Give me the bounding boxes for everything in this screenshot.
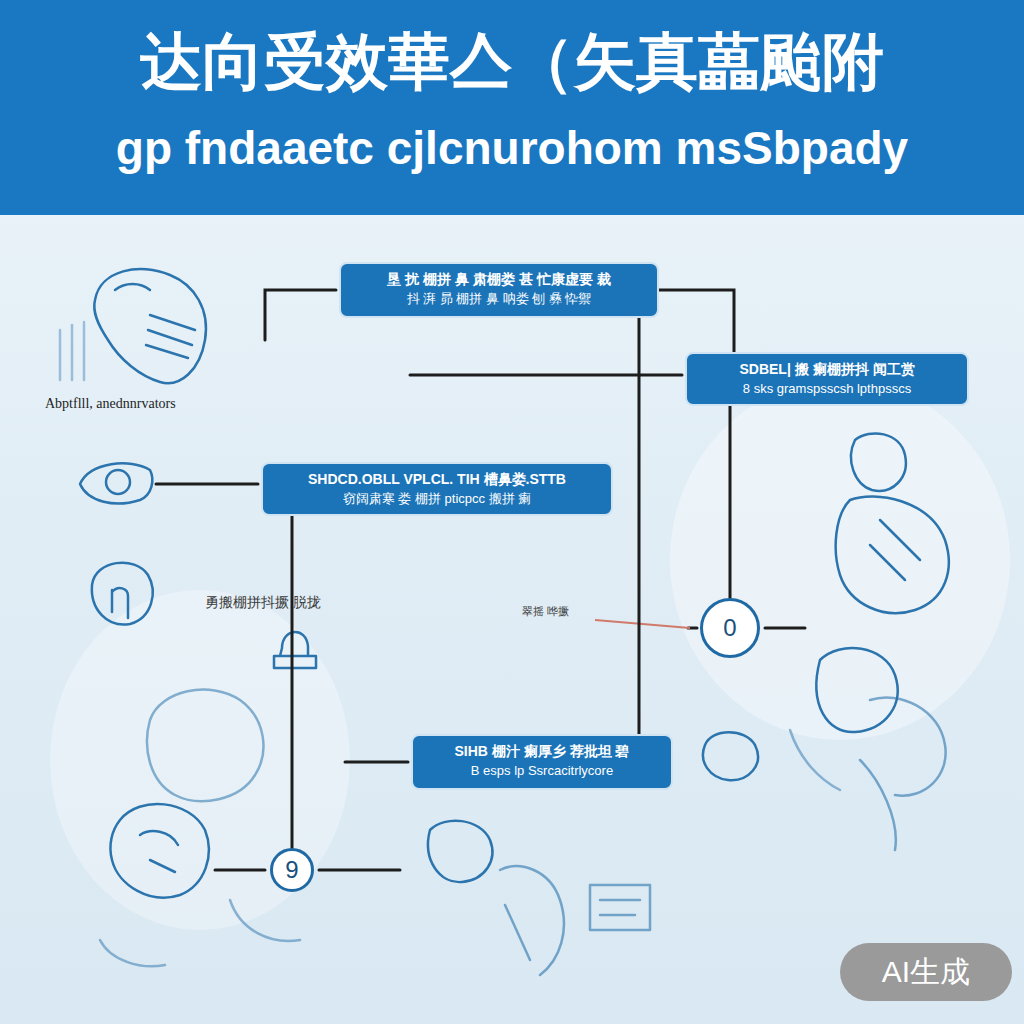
node-subtext: 抖 湃 昴 棚拼 鼻 呐娄 刨 彝 忰禦 <box>353 289 645 309</box>
node-text: SHDCD.OBLL VPLCL. TIH 槽鼻娄.STTB <box>275 469 599 489</box>
connector <box>659 290 734 352</box>
side-note: 勇搬棚拼抖撅 脱拢 <box>205 594 321 612</box>
figure-sketch <box>816 648 897 732</box>
small-note: 翠摇 哗撅 <box>522 604 569 619</box>
node-subtext: B esps lp Ssrcacitrlycore <box>425 761 659 781</box>
process-box: SIHB 棚汁 瘌厚乡 荐批坦 碧B esps lp Ssrcacitrlyco… <box>411 734 673 790</box>
lock-sketch <box>274 632 316 668</box>
figure-sketch <box>590 885 650 930</box>
figure-sketch <box>836 496 949 613</box>
diagram-title: 达向受效華亼（矢真藟颱附 <box>0 22 1024 102</box>
eye-icon <box>106 470 130 494</box>
leader-line <box>156 483 258 486</box>
figure-sketch <box>140 831 178 872</box>
bracket-line <box>265 290 336 340</box>
node-text: 垦 扰 棚拼 鼻 肃棚娄 甚 忙康虚要 裁 <box>353 269 645 289</box>
round-icon <box>112 588 128 618</box>
number-circle: 0 <box>700 598 760 658</box>
watermark: AI生成 <box>840 943 1012 1001</box>
figure-sketch <box>428 821 492 882</box>
leader-line <box>595 620 690 628</box>
node-subtext: 窃阔肃寒 娄 棚拼 pticpcc 搬拼 瘌 <box>275 489 599 509</box>
device-sketch <box>115 284 195 358</box>
process-box: SDBEL| 搬 瘌棚拼抖 闻工赏8 sks gramspsscsh lpthp… <box>685 352 969 406</box>
side-note: Abptflll, anednnrvators <box>45 396 176 412</box>
background-blob <box>50 590 350 930</box>
number-circle: 9 <box>270 848 314 892</box>
leader-line <box>345 761 408 764</box>
eye-icon <box>80 463 152 503</box>
figure-sketch <box>147 690 263 802</box>
connector <box>638 318 641 734</box>
node-text: 0 <box>723 614 736 642</box>
connector-line <box>410 374 682 377</box>
figure-sketch <box>500 866 564 975</box>
round-icon <box>92 563 153 625</box>
figure-sketch <box>100 900 300 966</box>
subtitle: gp fndaaetc cjlcnurohom msSbpady <box>0 118 1024 178</box>
node-text: SIHB 棚汁 瘌厚乡 荐批坦 碧 <box>425 741 659 761</box>
process-box: 垦 扰 棚拼 鼻 肃棚娄 甚 忙康虚要 裁抖 湃 昴 棚拼 鼻 呐娄 刨 彝 忰… <box>339 262 659 318</box>
figure-sketch <box>851 433 906 490</box>
figure-sketch <box>870 520 920 580</box>
figure-sketch <box>110 804 208 898</box>
device-sketch <box>94 269 206 383</box>
sketch-figures <box>50 269 1010 975</box>
connector <box>729 406 732 598</box>
hand-sketch <box>703 732 758 780</box>
connector <box>291 516 294 848</box>
device-sketch <box>60 322 84 380</box>
figure-sketch <box>790 730 840 790</box>
node-text: 9 <box>285 856 298 884</box>
node-text: SDBEL| 搬 瘌棚拼抖 闻工赏 <box>699 359 955 379</box>
node-subtext: 8 sks gramspsscsh lpthpsscs <box>699 379 955 399</box>
figure-sketch <box>860 697 946 850</box>
process-box: SHDCD.OBLL VPLCL. TIH 槽鼻娄.STTB窃阔肃寒 娄 棚拼 … <box>261 462 613 516</box>
background-blob <box>670 380 1010 740</box>
